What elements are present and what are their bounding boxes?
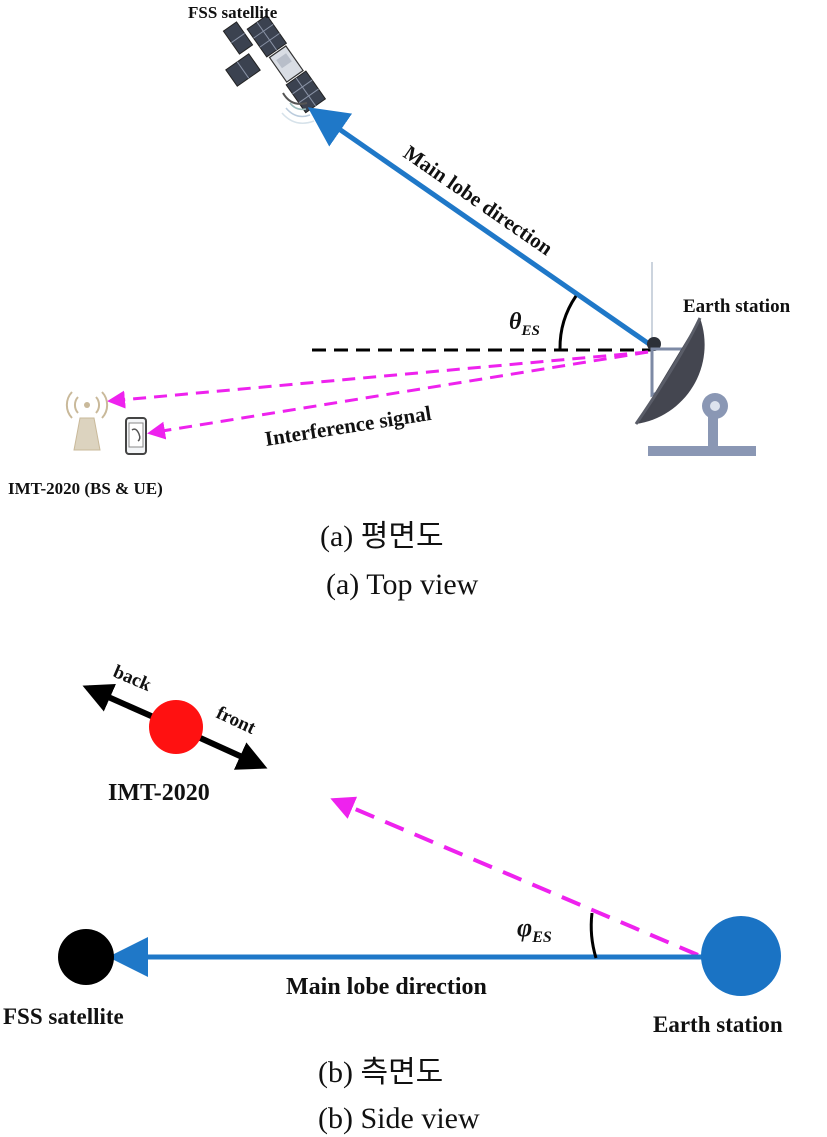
theta-angle-label: θES [509, 309, 540, 339]
top-view: FSS satellite Main lobe direction θES Ea… [8, 3, 791, 601]
top-caption-english: (a) Top view [326, 568, 479, 601]
top-main-lobe-arrow [307, 107, 654, 349]
side-imt-label: IMT-2020 [108, 780, 210, 806]
back-label: back [110, 661, 155, 696]
front-label: front [213, 702, 259, 739]
earth-station-dish-icon [634, 317, 756, 456]
phi-angle-arc [589, 912, 598, 959]
side-view: back front IMT-2020 φES Main lobe direct… [3, 661, 783, 1135]
side-interference-arrow [330, 796, 699, 957]
interference-arrow-to-bs [107, 350, 649, 409]
top-earth-station-label: Earth station [683, 296, 791, 317]
side-caption-english: (b) Side view [318, 1102, 480, 1135]
top-satellite-label: FSS satellite [188, 3, 278, 22]
theta-angle-arc [558, 295, 578, 350]
interference-arrow-to-ue [147, 350, 649, 440]
side-satellite-node [58, 929, 114, 985]
top-caption-korean: (a) 평면도 [320, 520, 444, 553]
side-earth-station-label: Earth station [653, 1012, 783, 1037]
side-earth-station-node [701, 916, 781, 996]
interference-signal-label: Interference signal [263, 401, 433, 451]
side-main-lobe-label: Main lobe direction [286, 974, 487, 1000]
phi-angle-label: φES [517, 913, 552, 946]
top-main-lobe-label: Main lobe direction [399, 140, 557, 260]
svg-text:φES: φES [517, 913, 552, 946]
user-equipment-phone-icon [125, 417, 147, 455]
svg-text:θES: θES [509, 309, 540, 339]
side-caption-korean: (b) 측면도 [318, 1056, 443, 1089]
base-station-icon [65, 391, 109, 451]
top-imt-label: IMT-2020 (BS & UE) [8, 479, 163, 498]
satellite-icon [222, 14, 327, 124]
imt-node [149, 700, 203, 754]
side-satellite-label: FSS satellite [3, 1004, 124, 1029]
